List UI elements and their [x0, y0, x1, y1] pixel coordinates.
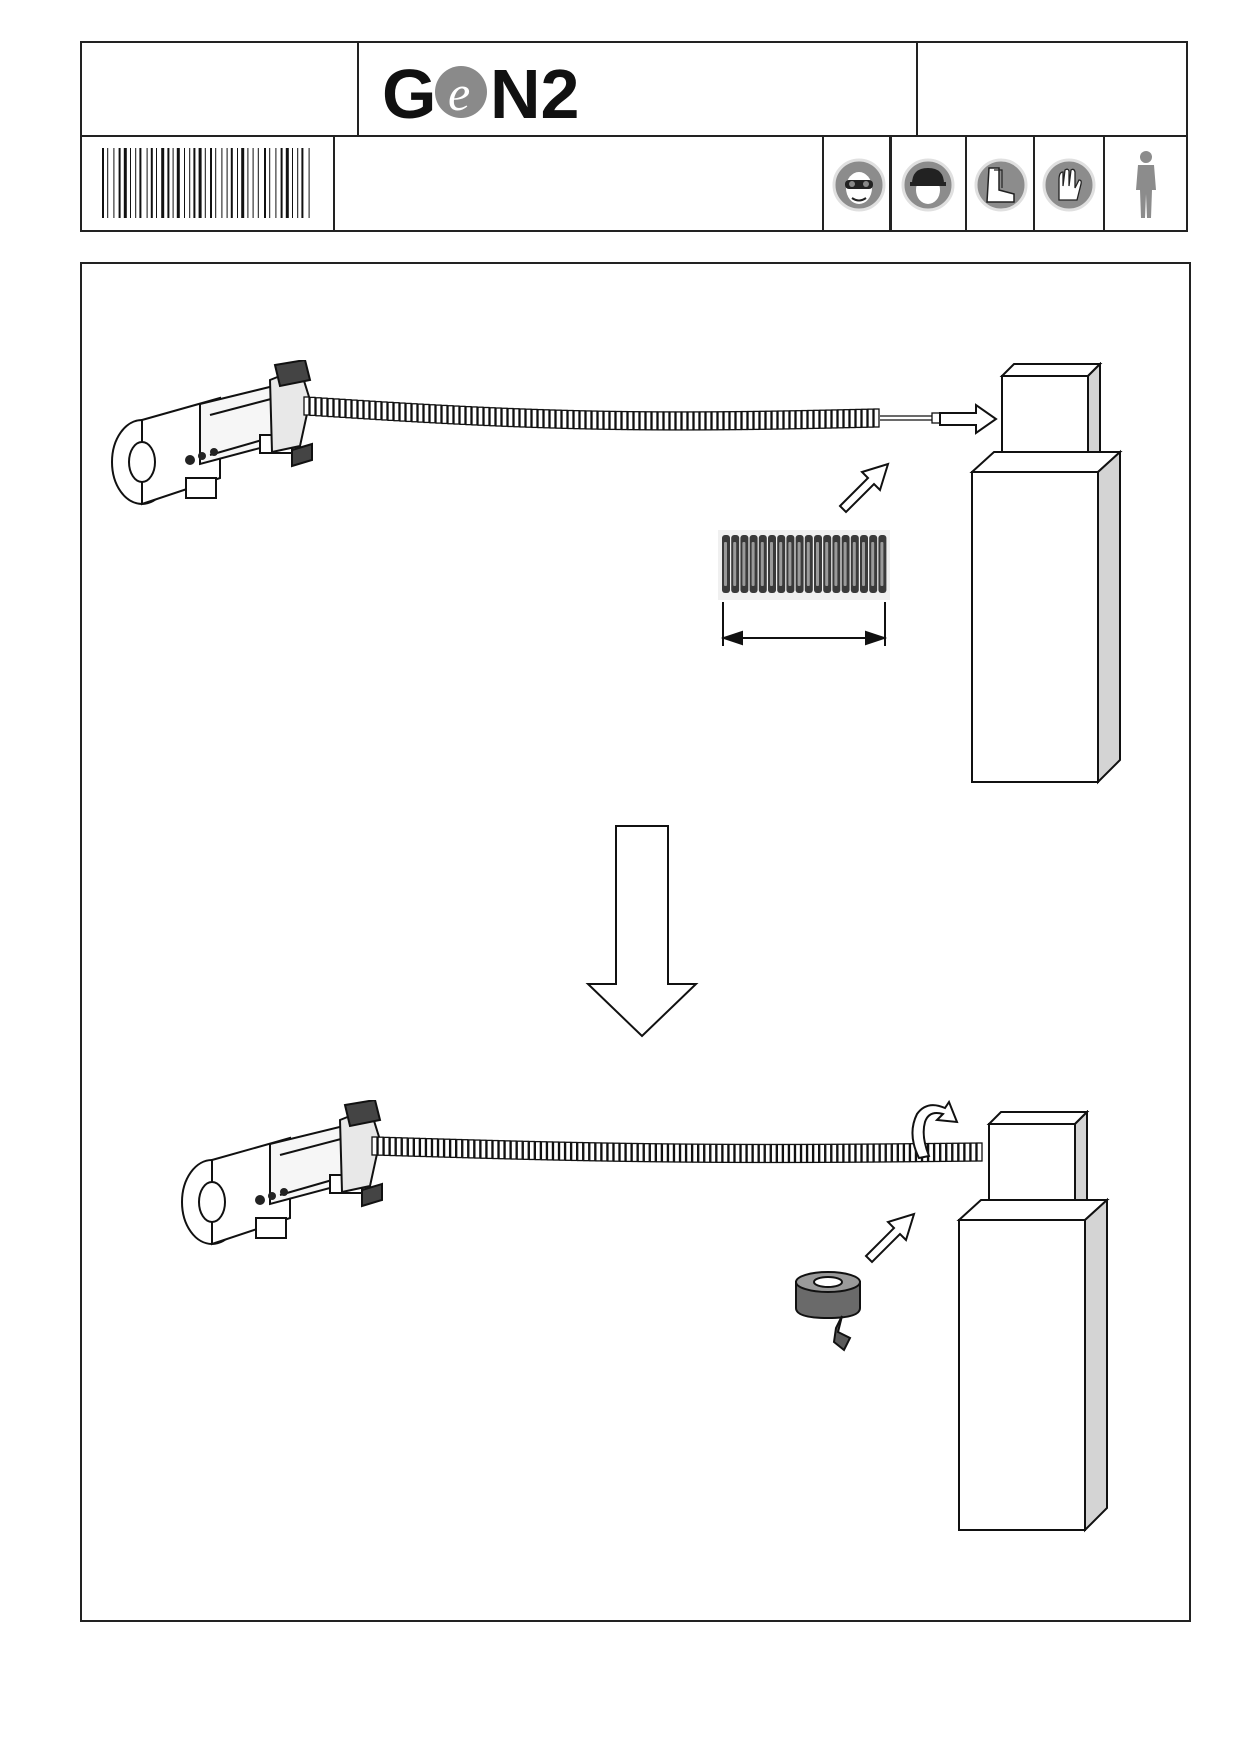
rotation-arrow-icon — [905, 1098, 965, 1168]
up-right-arrow-icon — [858, 1208, 920, 1270]
eye-protection-icon — [832, 158, 886, 212]
up-right-arrow-icon — [832, 458, 894, 520]
person-icon — [1128, 150, 1164, 220]
protective-gloves-icon — [1042, 158, 1096, 212]
length-dimension-icon — [720, 602, 890, 652]
header-vline — [1103, 135, 1105, 232]
flexible-conduit-icon — [370, 1132, 988, 1178]
control-cabinet-icon — [968, 362, 1154, 786]
control-cabinet-icon — [955, 1110, 1141, 1534]
tape-roll-icon — [792, 1268, 864, 1352]
logo-letter-g: G — [382, 55, 436, 128]
barcode-icon — [100, 148, 315, 218]
header-vline — [916, 41, 918, 137]
header-vline — [333, 135, 335, 232]
logo: G e N2 — [380, 52, 620, 128]
header-divider — [80, 135, 1188, 137]
logo-letters-n2: N2 — [490, 55, 579, 128]
motor-unit-icon — [170, 1100, 385, 1260]
head-protection-icon — [901, 158, 955, 212]
down-arrow-icon — [584, 824, 700, 1040]
header-vline — [965, 135, 967, 232]
header-vline — [889, 135, 892, 232]
motor-unit-icon — [100, 360, 315, 520]
header-vline — [1033, 135, 1035, 232]
header-vline — [822, 135, 824, 232]
right-arrow-icon — [938, 402, 1000, 436]
safety-boots-icon — [974, 158, 1028, 212]
flexible-conduit-icon — [300, 392, 940, 438]
diagram-frame — [80, 262, 1191, 1622]
logo-letter-e: e — [448, 65, 470, 121]
header-vline — [357, 41, 359, 137]
conduit-detail-icon — [718, 530, 890, 600]
